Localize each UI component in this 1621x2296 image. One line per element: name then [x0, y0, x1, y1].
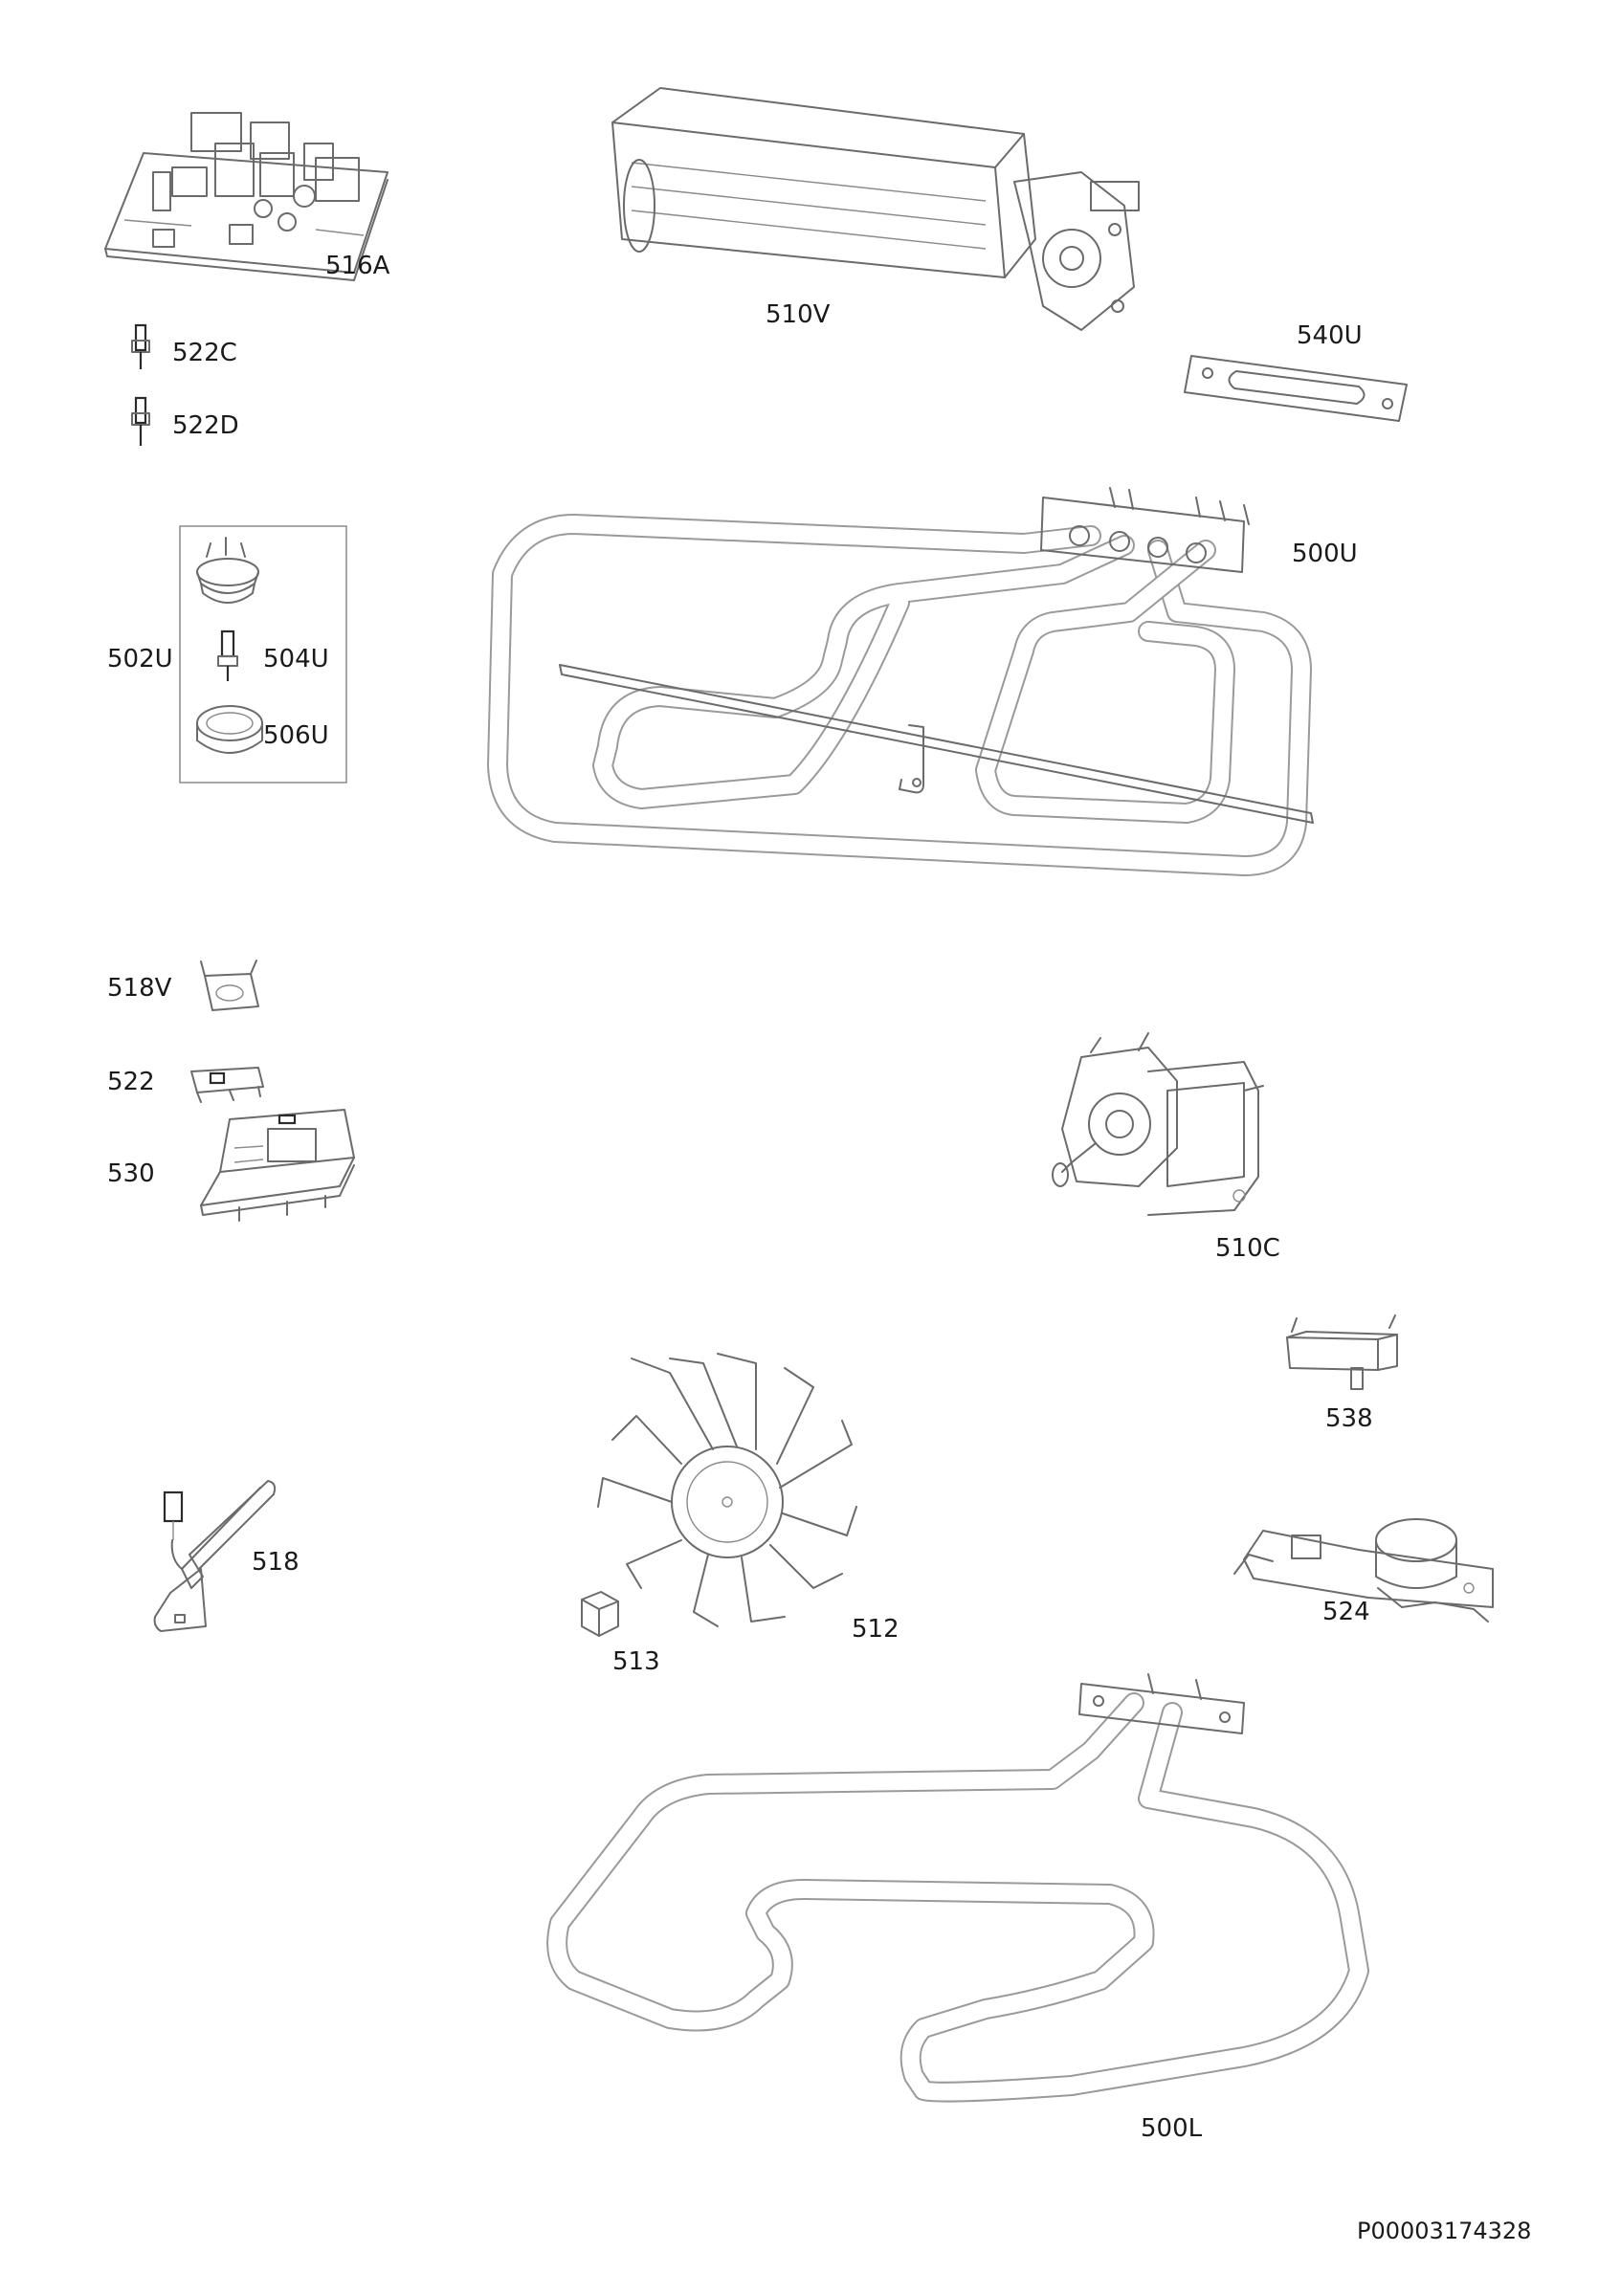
label-500L: 500L — [1141, 2114, 1203, 2143]
part-522D-connector — [131, 396, 150, 446]
part-506U-lamp-cover — [196, 705, 263, 754]
part-518V-sensor-clip — [200, 960, 259, 1011]
part-500L-lower-heating-element — [546, 1673, 1369, 2103]
part-512-fan-blade — [597, 1353, 857, 1627]
part-540U-gasket — [1184, 355, 1408, 422]
label-518: 518 — [252, 1548, 300, 1577]
label-518V: 518V — [107, 974, 172, 1003]
part-522-connector-block — [190, 1067, 264, 1103]
part-524-door-lock — [1233, 1518, 1494, 1623]
part-530-module-board — [200, 1109, 355, 1222]
part-500U-upper-heating-element — [487, 487, 1314, 876]
part-522C-connector — [131, 323, 150, 369]
part-513-nut — [581, 1591, 619, 1637]
label-522: 522 — [107, 1068, 155, 1096]
document-id: P00003174328 — [1357, 2218, 1532, 2244]
lamp-group-frame — [179, 525, 347, 784]
part-lamp-holder — [196, 537, 259, 604]
label-538: 538 — [1325, 1404, 1373, 1433]
part-538-terminal-block — [1286, 1314, 1398, 1390]
part-510C-fan-motor — [1052, 1032, 1264, 1216]
label-524: 524 — [1322, 1598, 1370, 1626]
label-530: 530 — [107, 1159, 155, 1188]
label-500U: 500U — [1292, 540, 1358, 568]
label-510C: 510C — [1215, 1234, 1280, 1263]
label-510V: 510V — [766, 300, 831, 329]
label-506U: 506U — [263, 721, 329, 750]
label-504U: 504U — [263, 645, 329, 673]
label-522C: 522C — [172, 339, 237, 367]
part-516A-control-board — [104, 112, 389, 281]
part-510V-tangential-fan — [611, 87, 1140, 331]
label-512: 512 — [852, 1615, 899, 1644]
label-502U: 502U — [107, 645, 173, 673]
label-516A: 516A — [325, 252, 390, 280]
label-540U: 540U — [1297, 321, 1363, 350]
part-504U-lamp-bulb — [217, 629, 238, 681]
part-518-temperature-probe — [153, 1480, 277, 1632]
label-513: 513 — [612, 1647, 660, 1676]
label-522D: 522D — [172, 411, 239, 440]
